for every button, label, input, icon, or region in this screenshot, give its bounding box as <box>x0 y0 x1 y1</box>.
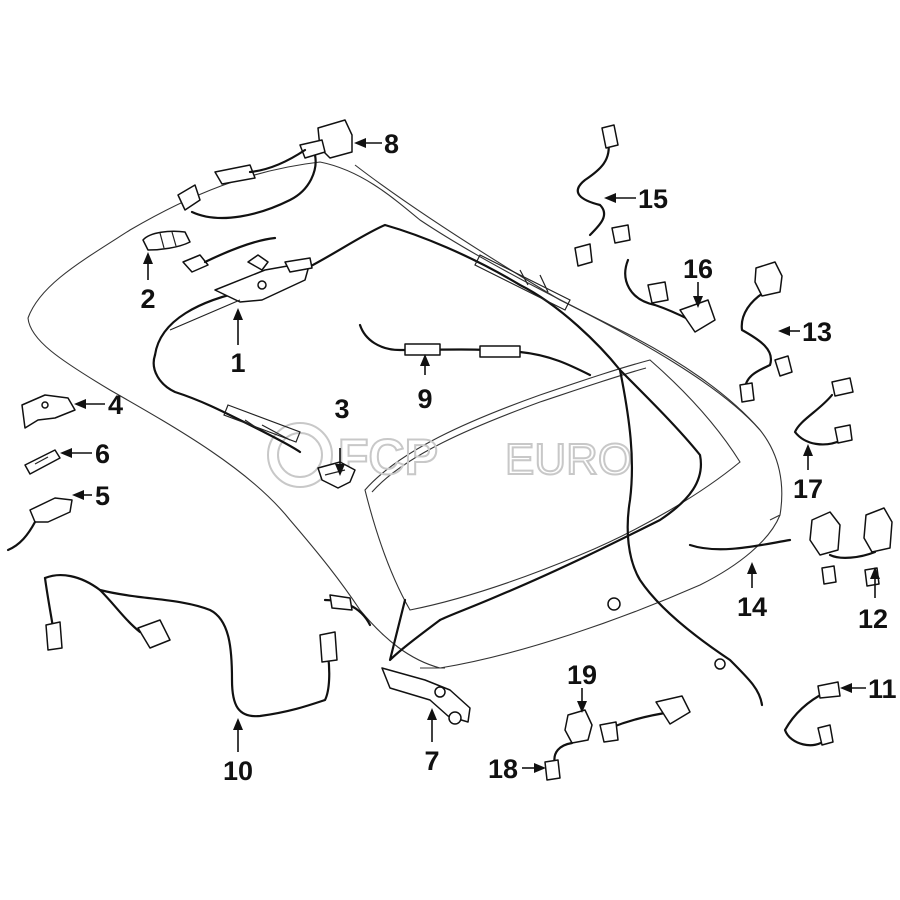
callout-1: 1 <box>230 348 245 378</box>
watermark-brand: FCP <box>338 429 438 485</box>
callout-9-arrowhead <box>420 354 430 366</box>
part-15-harness <box>574 124 631 267</box>
callout-12: 12 <box>858 604 888 634</box>
callout-11-arrowhead <box>840 683 852 693</box>
callout-15: 15 <box>638 184 668 214</box>
callout-16: 16 <box>683 254 713 284</box>
part-18-19-sensor <box>544 695 691 781</box>
callout-9: 9 <box>417 384 432 414</box>
callout-10-arrowhead <box>233 718 243 730</box>
callout-15-arrowhead <box>604 193 616 203</box>
part-9-harness-wire <box>358 323 592 377</box>
callout-8: 8 <box>384 129 399 159</box>
part-11-harness <box>783 681 841 747</box>
callout-5-arrowhead <box>72 490 84 500</box>
part-5-bracket <box>6 497 73 552</box>
callout-16-arrowhead <box>693 296 703 308</box>
callout-5: 5 <box>95 481 110 511</box>
roof-body-outline <box>27 161 783 669</box>
callout-14-arrowhead <box>747 562 757 574</box>
part-10-harness <box>43 574 372 718</box>
part-9-sleeve-a <box>404 343 441 356</box>
callout-2: 2 <box>140 284 155 314</box>
callout-14: 14 <box>737 592 767 622</box>
part-17-harness <box>793 377 854 446</box>
callout-7: 7 <box>424 746 439 776</box>
callout-4: 4 <box>108 390 123 420</box>
callout-18-arrowhead <box>534 763 546 773</box>
watermark-suffix: EURO <box>505 435 632 484</box>
callout-17: 17 <box>793 474 823 504</box>
callout-6: 6 <box>95 439 110 469</box>
callout-3-arrowhead <box>335 464 345 476</box>
watermark-logo: FCP EURO <box>267 422 633 488</box>
callout-3: 3 <box>334 394 349 424</box>
grommet-1 <box>607 597 621 611</box>
callout-13-arrowhead <box>778 326 790 336</box>
part-12-switches <box>809 507 893 587</box>
callout-4-arrowhead <box>74 399 86 409</box>
callout-17-arrowhead <box>803 444 813 456</box>
callout-2-arrowhead <box>143 252 153 264</box>
part-6-plate <box>24 449 61 475</box>
part-9-sleeve-b <box>479 345 521 358</box>
part-1-plate <box>169 254 313 331</box>
callout-11: 11 <box>868 674 897 704</box>
callout-1-arrowhead <box>233 308 243 320</box>
part-7-mechanism <box>381 667 471 725</box>
callout-10: 10 <box>223 756 253 786</box>
part-8-harness <box>177 119 353 273</box>
callout-19-arrowhead <box>577 701 587 713</box>
callout-18: 18 <box>488 754 518 784</box>
callout-labels: 1 2 3 4 6 5 8 9 10 7 <box>60 129 897 786</box>
callout-13: 13 <box>802 317 832 347</box>
callout-8-arrowhead <box>354 138 366 148</box>
callout-6-arrowhead <box>60 448 72 458</box>
callout-12-arrowhead <box>870 567 880 579</box>
part-2-boot <box>142 230 191 251</box>
grommet-2 <box>714 658 726 670</box>
callout-19: 19 <box>567 660 597 690</box>
callout-7-arrowhead <box>427 708 437 720</box>
part-13-harness <box>739 261 793 403</box>
part-4-bracket <box>21 394 76 429</box>
part-16-switch <box>624 258 716 333</box>
